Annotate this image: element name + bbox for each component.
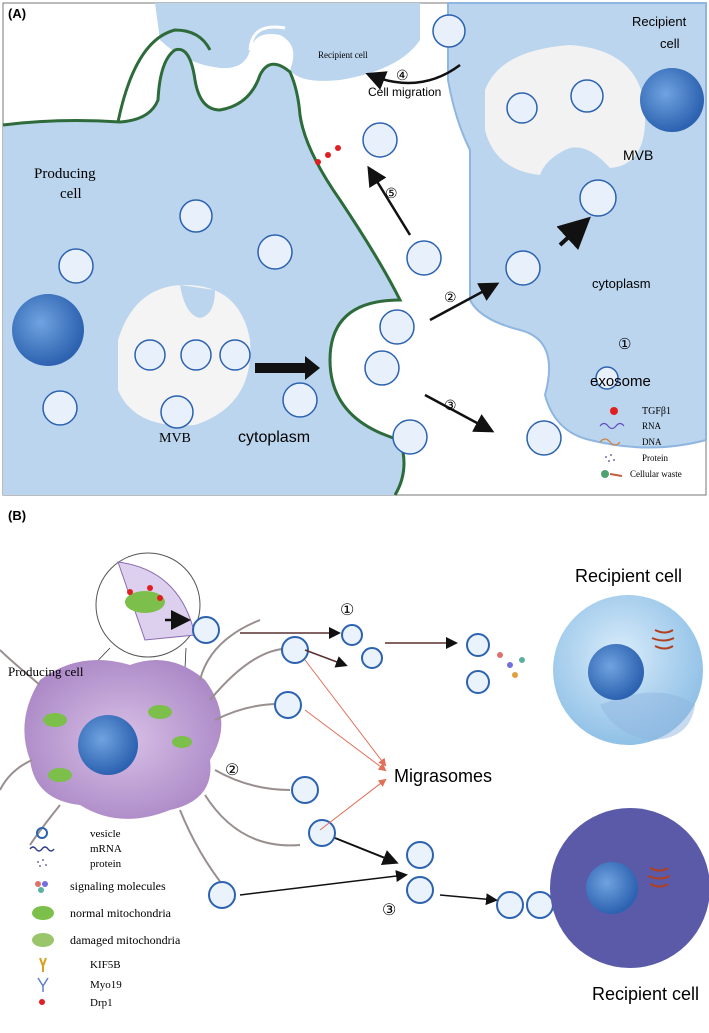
small-cell-highlight xyxy=(248,25,286,51)
normal-mitochondria-icon xyxy=(32,906,54,920)
dna-helix-icon xyxy=(599,438,621,446)
small-recipient-label: Recipient cell xyxy=(318,50,368,60)
recipient-bottom-label: Recipient cell xyxy=(592,984,699,1004)
legend-a-rna: RNA xyxy=(642,421,662,431)
signaling-molecules-free xyxy=(497,652,525,678)
legend-b-protein: protein xyxy=(90,858,122,870)
arrow-b-3a xyxy=(334,837,399,865)
arrow-step3 xyxy=(424,393,495,433)
legend-a: TGFβ1 RNA DNA Protein Cellular waste xyxy=(599,406,682,479)
cytoplasm-right-label: cytoplasm xyxy=(592,276,651,291)
step3-label: ③ xyxy=(444,397,457,413)
protein-dots-icon xyxy=(605,454,615,462)
arrow-cell-migration xyxy=(365,63,461,90)
kif5b-icon xyxy=(39,957,47,972)
recipient-cell-label-line1: Recipient xyxy=(632,14,687,29)
red-dot-icon xyxy=(610,407,618,415)
arrow-b-red-1 xyxy=(304,659,387,767)
arrow-step5 xyxy=(367,165,412,236)
big-arrow-head xyxy=(305,356,320,380)
panel-b: (B) Producing cell xyxy=(0,508,709,1009)
recipient-top-nucleus xyxy=(588,644,644,700)
cytoplasm-left-label: cytoplasm xyxy=(238,429,310,446)
zoom-drp1-dots xyxy=(127,585,163,601)
zoom-mitochondria xyxy=(125,591,165,613)
golgi-top-icon xyxy=(651,629,675,650)
legend-b-myo19: Myo19 xyxy=(90,979,122,991)
arrow-b-3b xyxy=(239,870,408,896)
b-step3-label: ③ xyxy=(382,902,396,919)
legend-a-dna: DNA xyxy=(642,437,662,447)
step1-label: ① xyxy=(618,336,631,353)
recipient-mvb xyxy=(485,45,646,175)
producing-nucleus-b xyxy=(78,715,138,775)
arrow-b-red-3 xyxy=(319,778,387,831)
producing-cell-label-b: cell xyxy=(60,186,82,202)
arrow-b-red-2 xyxy=(304,709,387,772)
step4-label: ④ xyxy=(396,67,409,83)
golgi-bottom-icon xyxy=(647,867,671,888)
damaged-mitochondria-icon xyxy=(32,933,54,947)
recipient-bottom-nucleus xyxy=(586,862,638,914)
legend-b: vesicle mRNA protein signaling molecules… xyxy=(29,827,181,1009)
mvb-invagination xyxy=(180,285,215,318)
panel-a: Recipient cell MVB cytoplasm Recipient c… xyxy=(2,2,707,496)
migrasome-vesicles xyxy=(192,616,554,919)
signaling-molecules-icon xyxy=(35,881,48,893)
membrane-protrusion xyxy=(116,28,212,123)
legend-b-normal-mito: normal mitochondria xyxy=(70,906,172,920)
recipient-cell-label-line2: cell xyxy=(660,36,680,51)
big-arrow-body xyxy=(255,363,305,373)
legend-a-waste: Cellular waste xyxy=(630,469,682,479)
rna-wave-icon xyxy=(599,422,625,430)
myo19-icon xyxy=(37,977,49,992)
producing-cell-label-a: Producing xyxy=(34,166,96,182)
protein-icon xyxy=(37,859,47,867)
step5-label: ⑤ xyxy=(385,185,398,201)
exosomes xyxy=(42,14,619,456)
producing-cell-b-label: Producing cell xyxy=(8,664,84,679)
step2-label: ② xyxy=(444,289,457,305)
legend-a-tgf: TGFβ1 xyxy=(642,406,671,417)
producing-cell-membrane xyxy=(2,47,406,496)
producing-nucleus xyxy=(12,294,84,366)
b-step1-label: ① xyxy=(340,602,354,619)
mrna-icon xyxy=(29,846,55,852)
drp1-icon xyxy=(39,999,45,1005)
mitochondria-group xyxy=(43,705,192,782)
legend-b-signaling: signaling molecules xyxy=(70,879,166,893)
legend-b-vesicle: vesicle xyxy=(90,828,121,840)
legend-b-drp1: Drp1 xyxy=(90,997,113,1009)
panel-a-label: (A) xyxy=(8,6,26,21)
arrow-b-1c xyxy=(304,649,348,668)
small-recipient-cell xyxy=(155,3,420,81)
cellular-waste-icon xyxy=(601,470,623,478)
b-step2-label: ② xyxy=(225,762,239,779)
vesicle-icon xyxy=(36,827,48,839)
recipient-nucleus xyxy=(640,68,704,132)
legend-b-mrna: mRNA xyxy=(90,843,122,855)
mvb-left-label: MVB xyxy=(159,431,191,446)
exosome-label: exosome xyxy=(590,373,651,390)
arrow-b-3c xyxy=(439,893,498,906)
recipient-top-organelle xyxy=(600,692,695,740)
arrow-step2 xyxy=(429,282,500,322)
recipient-top-label: Recipient cell xyxy=(575,566,682,586)
cell-migration-label: Cell migration xyxy=(368,85,441,99)
legend-b-damaged-mito: damaged mitochondria xyxy=(70,933,181,947)
arrow-internalize xyxy=(556,216,591,251)
tgf-beta-dots xyxy=(315,145,341,165)
legend-a-protein: Protein xyxy=(642,453,668,463)
mvb-right-label: MVB xyxy=(623,147,653,163)
recipient-label-a: Recipient xyxy=(632,14,687,29)
migrasomes-label: Migrasomes xyxy=(394,766,492,786)
panel-b-label: (B) xyxy=(8,508,26,523)
legend-b-kif5b: KIF5B xyxy=(90,959,121,971)
